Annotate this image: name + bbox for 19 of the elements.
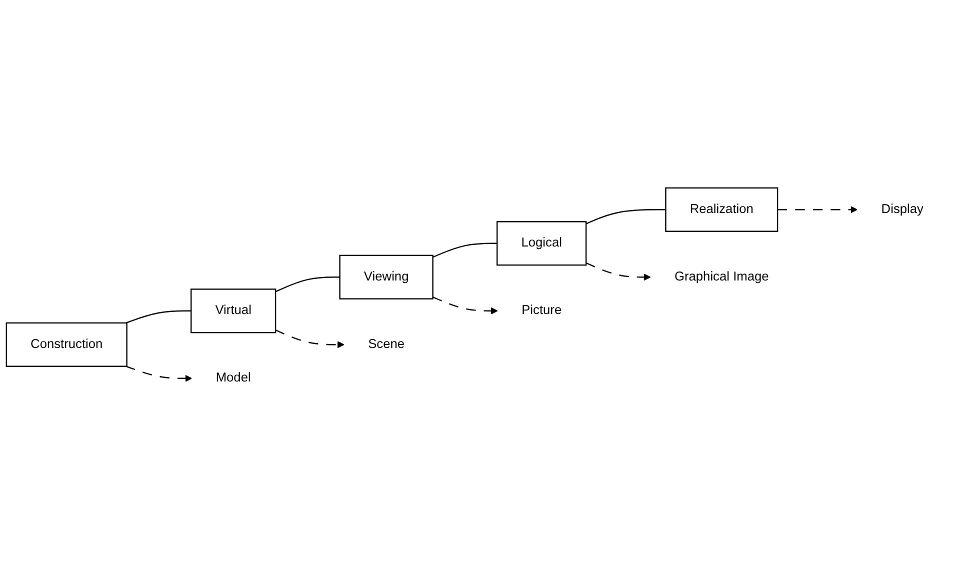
node-text: Model — [216, 371, 251, 385]
node-text: Picture — [522, 304, 562, 318]
connector — [275, 276, 340, 292]
node-box: Virtual — [190, 288, 276, 334]
arrow — [126, 366, 192, 382]
arrow — [432, 296, 498, 314]
arrow — [586, 262, 651, 281]
node-box: Logical — [496, 221, 587, 266]
node-text: Scene — [368, 337, 405, 352]
node-text: Graphical Image — [674, 270, 769, 284]
node-box: Construction — [6, 322, 128, 367]
arrow — [275, 329, 344, 348]
arrow — [778, 206, 858, 214]
node-box: Realization — [665, 187, 778, 232]
node-box: Viewing — [339, 254, 434, 300]
node-text: Display — [881, 202, 924, 216]
connector — [126, 310, 192, 324]
connector — [586, 209, 666, 224]
connector — [432, 242, 498, 258]
